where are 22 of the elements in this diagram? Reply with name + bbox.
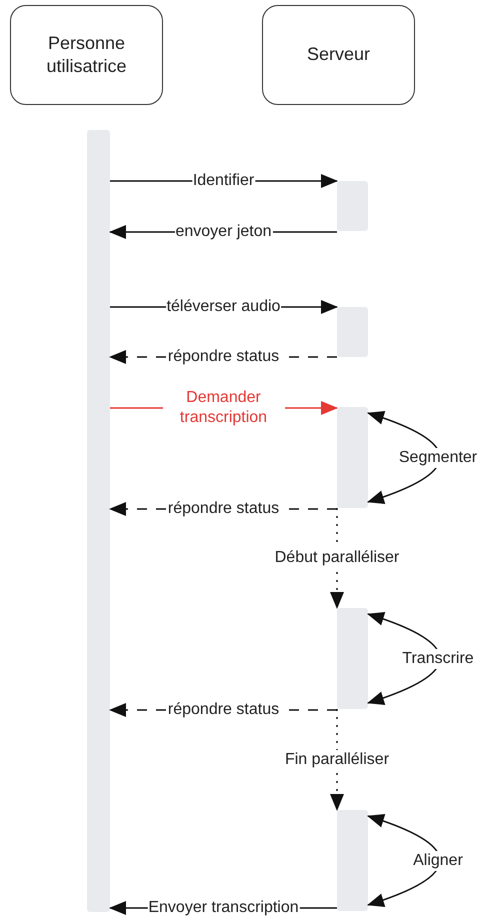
edge-label: Segmenter xyxy=(398,448,478,468)
edge-label: Aligner xyxy=(412,850,464,870)
self-call-arrow xyxy=(367,814,440,907)
participant-box: Personne utilisatrice xyxy=(10,5,163,105)
self-call-arrow xyxy=(367,411,440,504)
activation-bar xyxy=(337,307,368,357)
edge-label: répondre status xyxy=(166,499,280,519)
participant-box: Serveur xyxy=(262,5,415,105)
edge-label: Demander transcription xyxy=(162,388,284,428)
activation-bar xyxy=(337,608,368,709)
edge-label: Transcrire xyxy=(401,648,475,668)
edge-label: Envoyer transcription xyxy=(147,898,300,918)
self-call-arrow xyxy=(367,612,440,705)
activation-bar xyxy=(337,810,368,911)
activation-bar xyxy=(337,181,368,231)
edge-label: répondre status xyxy=(166,347,280,367)
edge-label: répondre status xyxy=(166,700,280,720)
lifeline-bar xyxy=(87,130,110,912)
activation-bar xyxy=(337,407,368,508)
edge-label: envoyer jeton xyxy=(174,222,273,242)
edge-label: Début paralléliser xyxy=(274,548,400,568)
edge-label: Fin paralléliser xyxy=(284,750,390,770)
